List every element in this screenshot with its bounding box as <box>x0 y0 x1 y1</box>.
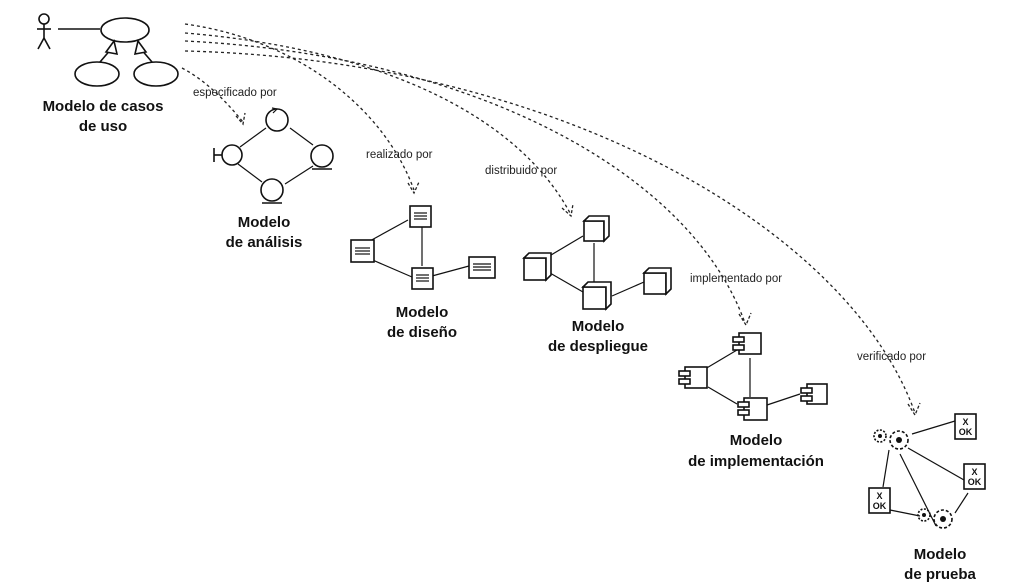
node-icon <box>582 215 610 243</box>
test-case-icon: X OK <box>954 413 977 440</box>
deployment-model-icon <box>522 215 672 311</box>
test-case-icon: X OK <box>963 463 986 490</box>
implementation-model-title-1: Modelo <box>730 432 783 449</box>
arrow-realized <box>184 23 415 191</box>
control-icon <box>265 107 289 132</box>
test-case-ok: OK <box>873 501 887 511</box>
component-icon <box>732 332 762 355</box>
use-case-ellipse <box>133 61 179 87</box>
analysis-model-icon <box>213 107 334 204</box>
test-case-x: X <box>876 491 882 501</box>
arrow-specified <box>181 67 244 123</box>
node-icon <box>581 281 612 311</box>
use-case-model-title-2: de uso <box>79 118 127 135</box>
label-verified: verificado por <box>857 351 926 363</box>
design-model-title-2: de diseño <box>387 324 457 341</box>
test-model-title-2: de prueba <box>904 566 976 583</box>
node-icon <box>522 252 552 282</box>
class-icon <box>409 205 432 228</box>
use-case-model-icon <box>37 13 179 87</box>
gears-icon <box>917 508 953 529</box>
arrowhead-realized <box>407 181 420 195</box>
class-icon <box>350 239 375 263</box>
implementation-model-title-2: de implementación <box>688 453 824 470</box>
class-icon <box>411 267 434 290</box>
node-icon <box>642 267 672 296</box>
design-model-title-1: Modelo <box>396 304 449 321</box>
class-icon <box>468 256 496 279</box>
deployment-model-title-2: de despliegue <box>548 338 648 355</box>
test-case-ok: OK <box>968 477 982 487</box>
entity-icon <box>310 144 334 170</box>
analysis-model-title-1: Modelo <box>238 214 291 231</box>
arrowhead-distributed <box>561 203 574 218</box>
arrow-verified <box>184 50 916 414</box>
test-case-ok: OK <box>959 427 973 437</box>
design-model-icon <box>350 205 496 290</box>
entity-icon <box>260 178 284 204</box>
arrowhead-specified <box>235 112 246 126</box>
analysis-model-title-2: de análisis <box>226 234 303 251</box>
arrowhead-implemented <box>738 312 752 327</box>
component-icon <box>800 383 828 405</box>
use-case-model-title-1: Modelo de casos <box>43 98 164 115</box>
gears-icon <box>873 429 909 450</box>
arrow-implemented <box>184 40 746 324</box>
implementation-model-icon <box>678 332 828 421</box>
deployment-model-title-1: Modelo <box>572 318 625 335</box>
label-implemented: implementado por <box>690 273 782 285</box>
dependency-arrows <box>181 23 921 417</box>
actor-icon <box>37 13 51 50</box>
label-distributed: distribuido por <box>485 165 557 177</box>
component-icon <box>737 397 768 421</box>
boundary-icon <box>213 144 243 166</box>
test-case-x: X <box>971 467 977 477</box>
arrow-distributed <box>184 32 571 214</box>
label-specified: especificado por <box>193 87 277 99</box>
use-case-ellipse <box>100 17 150 43</box>
component-icon <box>678 366 708 389</box>
test-model-icon: X OK X OK X OK <box>868 413 986 529</box>
arrowhead-verified <box>907 402 921 417</box>
test-case-icon: X OK <box>868 487 891 514</box>
test-model-title-1: Modelo <box>914 546 967 563</box>
generalization-arrow <box>133 39 148 56</box>
label-realized: realizado por <box>366 149 433 161</box>
generalization-arrow <box>104 39 119 56</box>
test-case-x: X <box>962 417 968 427</box>
use-case-ellipse <box>74 61 120 87</box>
